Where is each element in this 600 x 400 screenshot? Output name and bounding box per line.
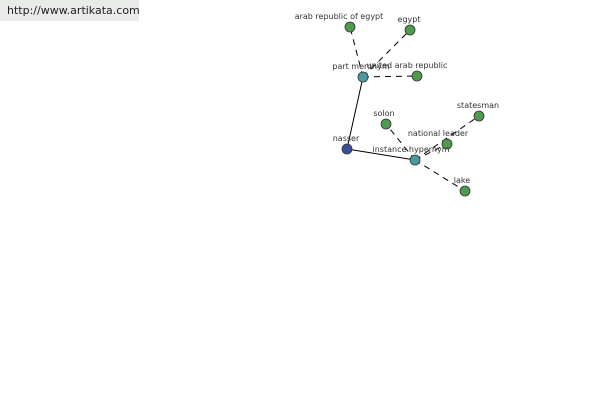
- edge-nasser-instance_hypernym: [346, 148, 416, 161]
- node-label-arab_republic_of_egypt[interactable]: arab republic of egypt: [295, 12, 384, 21]
- node-statesman[interactable]: [473, 110, 485, 122]
- labels-layer: nasser part meronym instance hypernym arab …: [295, 12, 499, 185]
- node-arab_republic_of_egypt[interactable]: [344, 21, 356, 33]
- node-part_meronym[interactable]: [357, 71, 369, 83]
- edges-layer: [346, 26, 480, 192]
- edge-instance_hypernym-lake: [414, 159, 466, 192]
- edge-instance_hypernym-national_leader: [414, 143, 448, 161]
- edge-instance_hypernym-solon: [385, 123, 416, 161]
- node-label-instance_hypernym[interactable]: instance hypernym: [373, 145, 450, 154]
- node-lake[interactable]: [459, 185, 471, 197]
- edge-instance_hypernym-statesman: [414, 115, 480, 161]
- edge-part_meronym-arab_republic_of_egypt: [349, 26, 364, 78]
- node-label-nasser[interactable]: nasser: [333, 134, 360, 143]
- node-label-lake[interactable]: lake: [454, 176, 470, 185]
- node-nasser[interactable]: [341, 143, 353, 155]
- node-label-national_leader[interactable]: national leader: [408, 129, 469, 138]
- nodes-layer: [341, 21, 485, 197]
- node-label-part_meronym[interactable]: part meronym: [332, 62, 389, 71]
- node-united_arab_republic[interactable]: [411, 70, 423, 82]
- edge-part_meronym-egypt: [362, 29, 411, 78]
- node-national_leader[interactable]: [441, 138, 453, 150]
- node-solon[interactable]: [380, 118, 392, 130]
- edge-part_meronym-united_arab_republic: [362, 75, 418, 78]
- node-instance_hypernym[interactable]: [409, 154, 421, 166]
- url-banner[interactable]: http://www.artikata.com: [0, 0, 140, 21]
- node-label-united_arab_republic[interactable]: united arab republic: [367, 61, 448, 70]
- node-label-statesman[interactable]: statesman: [457, 101, 499, 110]
- node-egypt[interactable]: [404, 24, 416, 36]
- node-label-solon[interactable]: solon: [373, 109, 394, 118]
- edge-nasser-part_meronym: [346, 76, 364, 150]
- node-label-egypt[interactable]: egypt: [398, 15, 421, 24]
